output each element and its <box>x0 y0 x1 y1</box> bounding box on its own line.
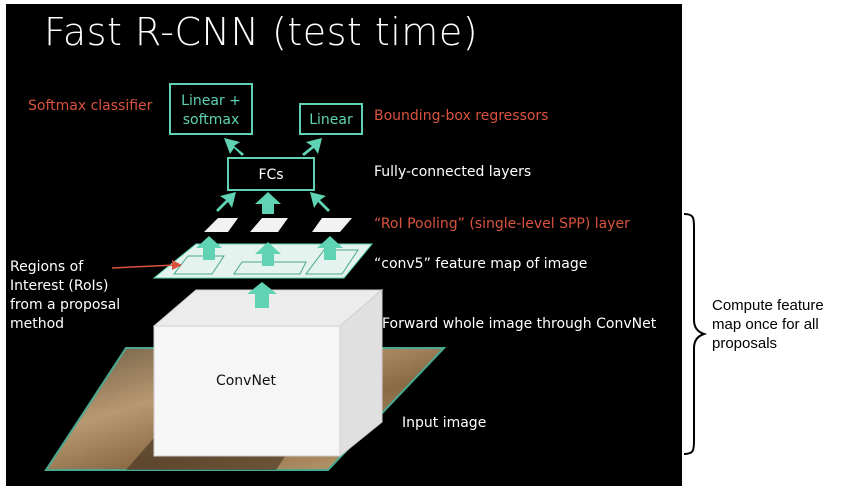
roi-box-3 <box>305 249 359 275</box>
linear-box <box>299 103 363 135</box>
diagram-canvas: Linear + softmax Linear FCs ConvNet <box>44 83 447 471</box>
conv5-label: “conv5” feature map of image <box>374 256 588 272</box>
fcs-label: FCs <box>258 167 283 183</box>
roi-pooled-3 <box>312 218 352 232</box>
roi-pointer-head <box>172 260 182 270</box>
linear-softmax-label-2: softmax <box>183 112 240 128</box>
bracket-brace <box>683 213 708 455</box>
convnet-label: ConvNet <box>216 373 277 389</box>
arrow-fc-1 <box>216 192 236 212</box>
roi-pooled-2 <box>250 218 288 232</box>
arrow-up-pool-1 <box>196 236 222 260</box>
roi-pooled-1 <box>204 218 238 232</box>
input-image-label: Input image <box>402 415 487 431</box>
roi-pooling-label: “RoI Pooling” (single-level SPP) layer <box>374 216 630 232</box>
side-note: Compute feature map once for all proposa… <box>712 297 824 352</box>
softmax-classifier-label: Softmax classifier <box>28 98 153 114</box>
linear-softmax-label-1: Linear + <box>181 93 241 109</box>
arrow-out-2 <box>302 138 322 156</box>
fcs-box <box>227 157 315 191</box>
arrow-up-pool-3 <box>317 236 343 260</box>
arrow-up-pool-2 <box>255 242 281 266</box>
roi-box-2 <box>233 261 307 275</box>
linear-softmax-box <box>169 83 253 135</box>
slide: Fast R-CNN (test time) <box>6 4 682 486</box>
arrow-fc-3 <box>310 192 330 212</box>
convnet-box-front <box>153 325 341 457</box>
bbox-regressors-label: Bounding-box regressors <box>374 108 549 124</box>
arrow-fc-2 <box>255 192 281 214</box>
arrow-out-1 <box>224 138 244 156</box>
slide-title: Fast R-CNN (test time) <box>44 10 479 54</box>
roi-pointer-line <box>111 264 177 269</box>
fc-layers-label: Fully-connected layers <box>374 164 532 180</box>
arrow-up-conv <box>247 282 277 308</box>
linear-label: Linear <box>309 112 353 128</box>
forward-label: Forward whole image through ConvNet <box>382 316 657 332</box>
regions-label: Regions of Interest (RoIs) from a propos… <box>10 259 121 332</box>
